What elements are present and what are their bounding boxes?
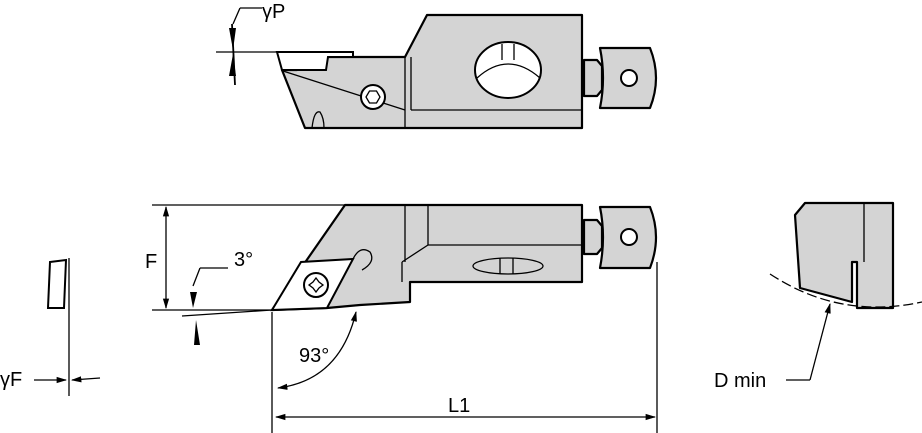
end-view: γF — [0, 258, 101, 396]
through-hole — [474, 41, 542, 99]
bolt-end-top — [582, 46, 658, 110]
insert-top — [275, 51, 354, 71]
top-view: γP — [216, 1, 658, 130]
gamma-p-label: γP — [262, 1, 285, 23]
torx-screw-icon — [303, 272, 329, 298]
angle-3-label: 3° — [234, 249, 253, 271]
bolt-end-side — [582, 205, 658, 270]
angle-93-label: 93° — [299, 345, 329, 367]
side-view: F 3° 93° L1 — [145, 203, 658, 433]
d-min-detail: D min — [714, 201, 922, 392]
l1-label: L1 — [448, 395, 470, 417]
d-min-label: D min — [714, 370, 766, 392]
clamp-screw-icon — [360, 84, 386, 110]
f-label: F — [145, 251, 157, 273]
gamma-f-label: γF — [0, 369, 22, 391]
